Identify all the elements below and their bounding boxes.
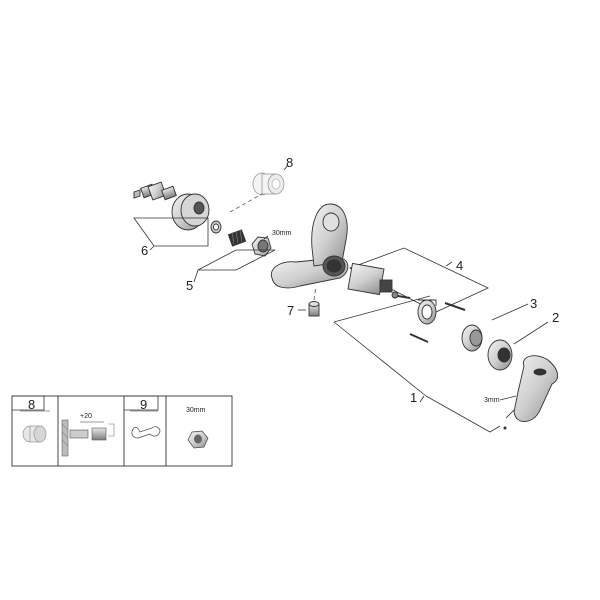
callout-2: 2 — [552, 310, 559, 325]
callout-5: 5 — [186, 278, 193, 293]
part-6-flange — [171, 193, 210, 231]
table-cell-9-wrench-icon — [131, 426, 161, 439]
part-7-screw — [308, 301, 320, 317]
lever-handle — [513, 355, 558, 422]
part-2-cover — [487, 339, 513, 371]
table-cell-9-number: 9 — [140, 397, 147, 412]
callout-7: 7 — [287, 303, 294, 318]
part-5-thread — [227, 229, 247, 247]
part-8-adaptor — [252, 172, 285, 196]
axis-line-8 — [229, 193, 263, 213]
leader-1 — [333, 295, 501, 433]
part-6-eccentric — [133, 181, 177, 201]
callout-8: 8 — [286, 155, 293, 170]
table-cell-8-number: 8 — [28, 397, 35, 412]
table-cell-extension-label: +20 — [80, 413, 92, 420]
part-6-washer — [210, 220, 222, 234]
accessory-table — [11, 395, 233, 467]
part-3-rosette — [461, 324, 483, 352]
table-cell-8-adaptor-icon — [22, 425, 47, 443]
part-4-flange-ring — [417, 299, 437, 325]
callout-6: 6 — [141, 243, 148, 258]
part-4-screws — [397, 295, 466, 343]
leader-6 — [133, 217, 209, 247]
callout-4: 4 — [456, 258, 463, 273]
table-cell-nut-label: 30mm — [186, 407, 206, 414]
mixer-body — [270, 203, 349, 289]
callout-1: 1 — [410, 390, 417, 405]
part-5-nut — [251, 236, 272, 257]
table-cell-extension-icon — [61, 419, 115, 457]
table-cell-nut-icon — [187, 430, 209, 449]
leader-5 — [197, 249, 276, 271]
part-4-cartridge — [347, 262, 399, 299]
callout-3: 3 — [530, 296, 537, 311]
hex-key-label: 3mm — [484, 397, 500, 404]
nut-size-label: 30mm — [272, 230, 292, 237]
